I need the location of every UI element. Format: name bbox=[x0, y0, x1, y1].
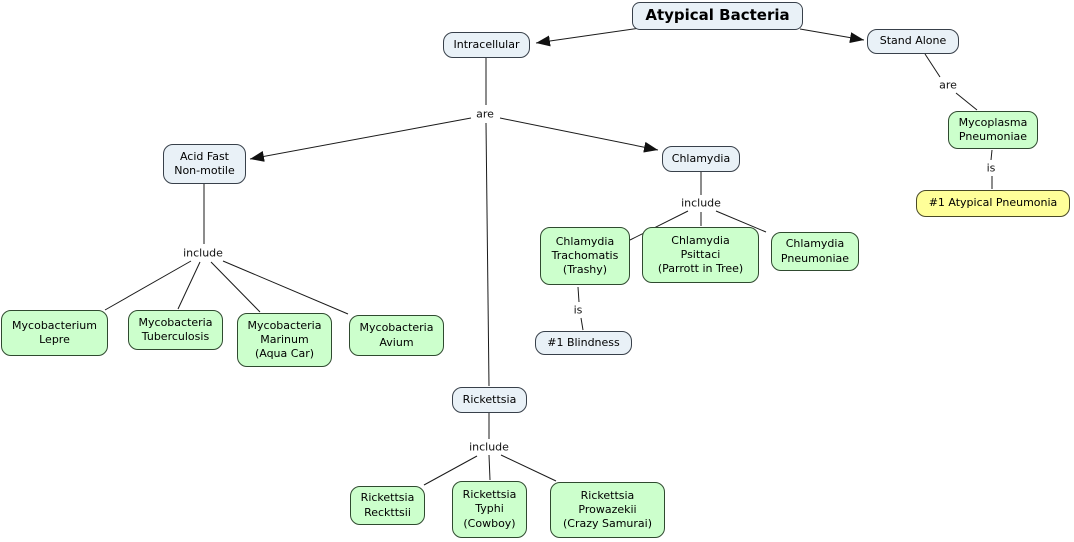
edge-include-trachomatis bbox=[629, 210, 689, 241]
node-mycobacteria-marinum[interactable]: Mycobacteria Marinum (Aqua Car) bbox=[237, 313, 332, 367]
edge-include-marinum bbox=[210, 261, 261, 313]
node-atypical-pneumonia[interactable]: #1 Atypical Pneumonia bbox=[916, 190, 1070, 217]
edge-are-mycoplasma bbox=[955, 92, 978, 111]
node-blindness[interactable]: #1 Blindness bbox=[535, 331, 632, 355]
node-rickettsia-prowazekii[interactable]: Rickettsia Prowazekii (Crazy Samurai) bbox=[550, 482, 665, 538]
edge-include-tuberculosis bbox=[177, 261, 201, 310]
edge-title-standalone bbox=[799, 28, 865, 44]
node-chlamydia[interactable]: Chlamydia bbox=[662, 146, 740, 172]
edge-trachomatis-is bbox=[577, 286, 580, 303]
edge-include-avium bbox=[222, 260, 349, 315]
edge-include-prowazekii bbox=[500, 454, 557, 482]
node-mycobacterium-lepre[interactable]: Mycobacterium Lepre bbox=[1, 310, 108, 356]
edge-include-typhi bbox=[488, 454, 491, 481]
linking-phrase-are-standalone[interactable]: are bbox=[936, 78, 960, 92]
node-chlamydia-psittaci[interactable]: Chlamydia Psittaci (Parrott in Tree) bbox=[642, 227, 759, 283]
edge-include-lepre bbox=[104, 260, 192, 311]
edge-are-acidfast bbox=[249, 117, 472, 162]
node-intracellular[interactable]: Intracellular bbox=[443, 32, 530, 58]
linking-phrase-include-chlamydia[interactable]: include bbox=[678, 196, 724, 210]
node-rickettsia[interactable]: Rickettsia bbox=[452, 387, 527, 413]
edge-include-reckttsii bbox=[423, 455, 478, 486]
node-mycobacteria-tuberculosis[interactable]: Mycobacteria Tuberculosis bbox=[128, 310, 223, 350]
edge-mycoplasma-is bbox=[990, 149, 993, 161]
node-chlamydia-trachomatis[interactable]: Chlamydia Trachomatis (Trashy) bbox=[540, 227, 630, 285]
node-stand-alone[interactable]: Stand Alone bbox=[867, 29, 959, 54]
node-chlamydia-pneumoniae[interactable]: Chlamydia Pneumoniae bbox=[771, 232, 859, 271]
edge-title-intracellular bbox=[535, 27, 641, 47]
node-mycoplasma-pneumoniae[interactable]: Mycoplasma Pneumoniae bbox=[948, 111, 1038, 149]
node-mycobacteria-avium[interactable]: Mycobacteria Avium bbox=[349, 315, 444, 356]
node-rickettsia-typhi[interactable]: Rickettsia Typhi (Cowboy) bbox=[452, 481, 527, 538]
node-atypical-bacteria[interactable]: Atypical Bacteria bbox=[632, 2, 803, 30]
linking-phrase-is-blindness[interactable]: is bbox=[570, 303, 586, 317]
linking-phrase-include-acidfast[interactable]: include bbox=[180, 246, 226, 260]
edge-are-chlamydia bbox=[499, 117, 659, 153]
node-rickettsia-reckttsii[interactable]: Rickettsia Reckttsii bbox=[350, 486, 425, 525]
edge-include-pneumoniae bbox=[715, 210, 767, 233]
node-acid-fast-non-motile[interactable]: Acid Fast Non-motile bbox=[163, 144, 246, 184]
edge-are-rickettsia bbox=[485, 122, 490, 387]
edge-is-blindness bbox=[580, 317, 584, 331]
linking-phrase-is-atypical[interactable]: is bbox=[983, 161, 999, 175]
edge-standalone-are bbox=[924, 53, 941, 78]
linking-phrase-are-intracellular[interactable]: are bbox=[473, 107, 497, 121]
linking-phrase-include-rickettsia[interactable]: include bbox=[466, 440, 512, 454]
